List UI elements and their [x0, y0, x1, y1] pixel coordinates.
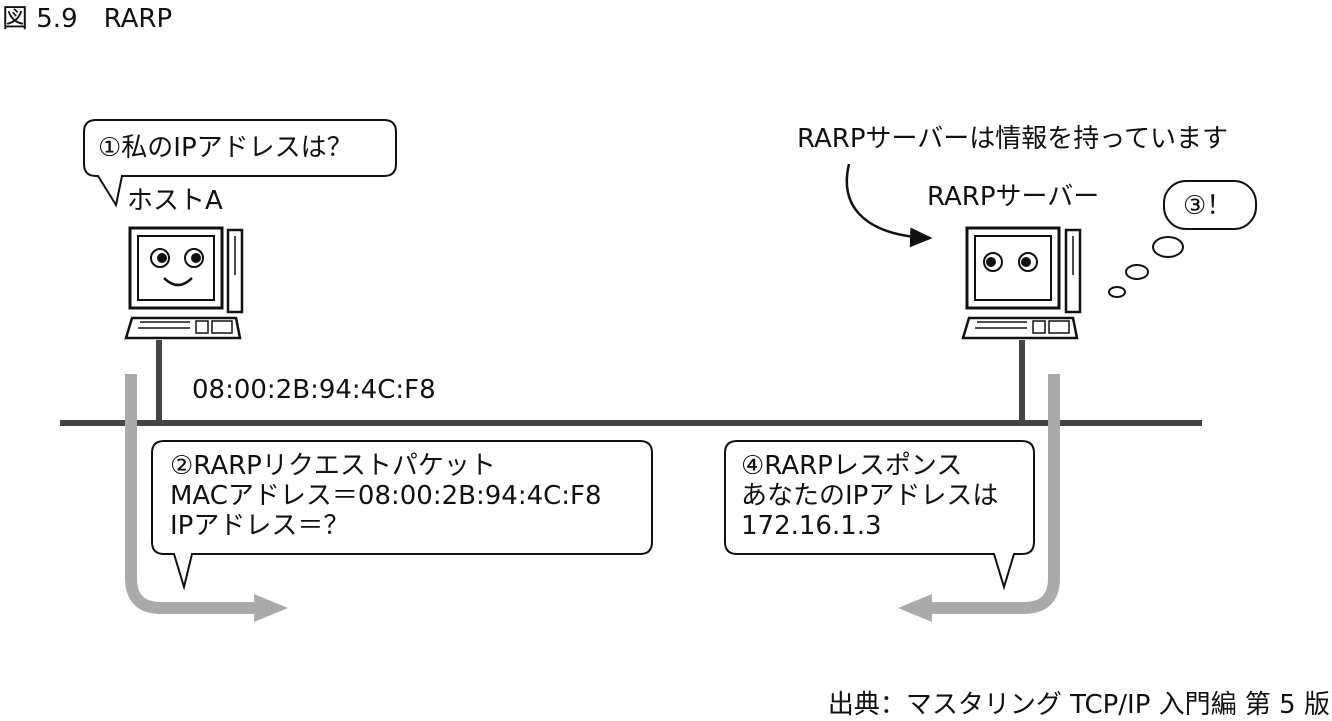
server-thought-bubble: [1163, 180, 1257, 230]
host-a-question: ①私のIPアドレスは？: [98, 133, 353, 163]
thought-dot-large: [1152, 236, 1184, 258]
request-bubble: [151, 440, 653, 591]
request-flow-arrow: [125, 374, 288, 622]
server-label: RARPサーバー: [927, 182, 1100, 212]
host-a-computer-icon: [124, 226, 244, 340]
thought-dot-small: [1108, 286, 1126, 298]
thought-dot-medium: [1125, 264, 1149, 280]
request-line-2: MACアドレス＝08:00:2B:94:4C:F8: [170, 481, 602, 511]
request-line-1: ②RARPリクエストパケット: [170, 451, 496, 481]
server-computer-icon: [961, 226, 1082, 340]
response-line-3: 172.16.1.3: [741, 511, 882, 541]
host-a-mac-address: 08:00:2B:94:4C:F8: [192, 375, 436, 405]
note-arrow: [845, 163, 933, 248]
response-flow-arrow: [898, 374, 1060, 622]
response-line-1: ④RARPレスポンス: [741, 451, 963, 481]
response-bubble-text: ④RARPレスポンス あなたのIPアドレスは 172.16.1.3: [741, 451, 998, 541]
server-thought-text: ③！: [1183, 191, 1233, 221]
response-line-2: あなたのIPアドレスは: [741, 481, 999, 511]
host-a-label: ホストA: [127, 186, 223, 216]
host-a-speech-bubble: [83, 119, 397, 208]
response-bubble: [724, 440, 1035, 591]
source-citation: 出典：マスタリング TCP/IP 入門編 第 5 版: [827, 690, 1330, 720]
request-line-3: IPアドレス＝？: [170, 511, 350, 541]
request-bubble-text: ②RARPリクエストパケット MACアドレス＝08:00:2B:94:4C:F8…: [170, 451, 602, 541]
figure-label: 図 5.9 RARP: [2, 4, 173, 34]
server-note: RARPサーバーは情報を持っています: [797, 124, 1228, 154]
